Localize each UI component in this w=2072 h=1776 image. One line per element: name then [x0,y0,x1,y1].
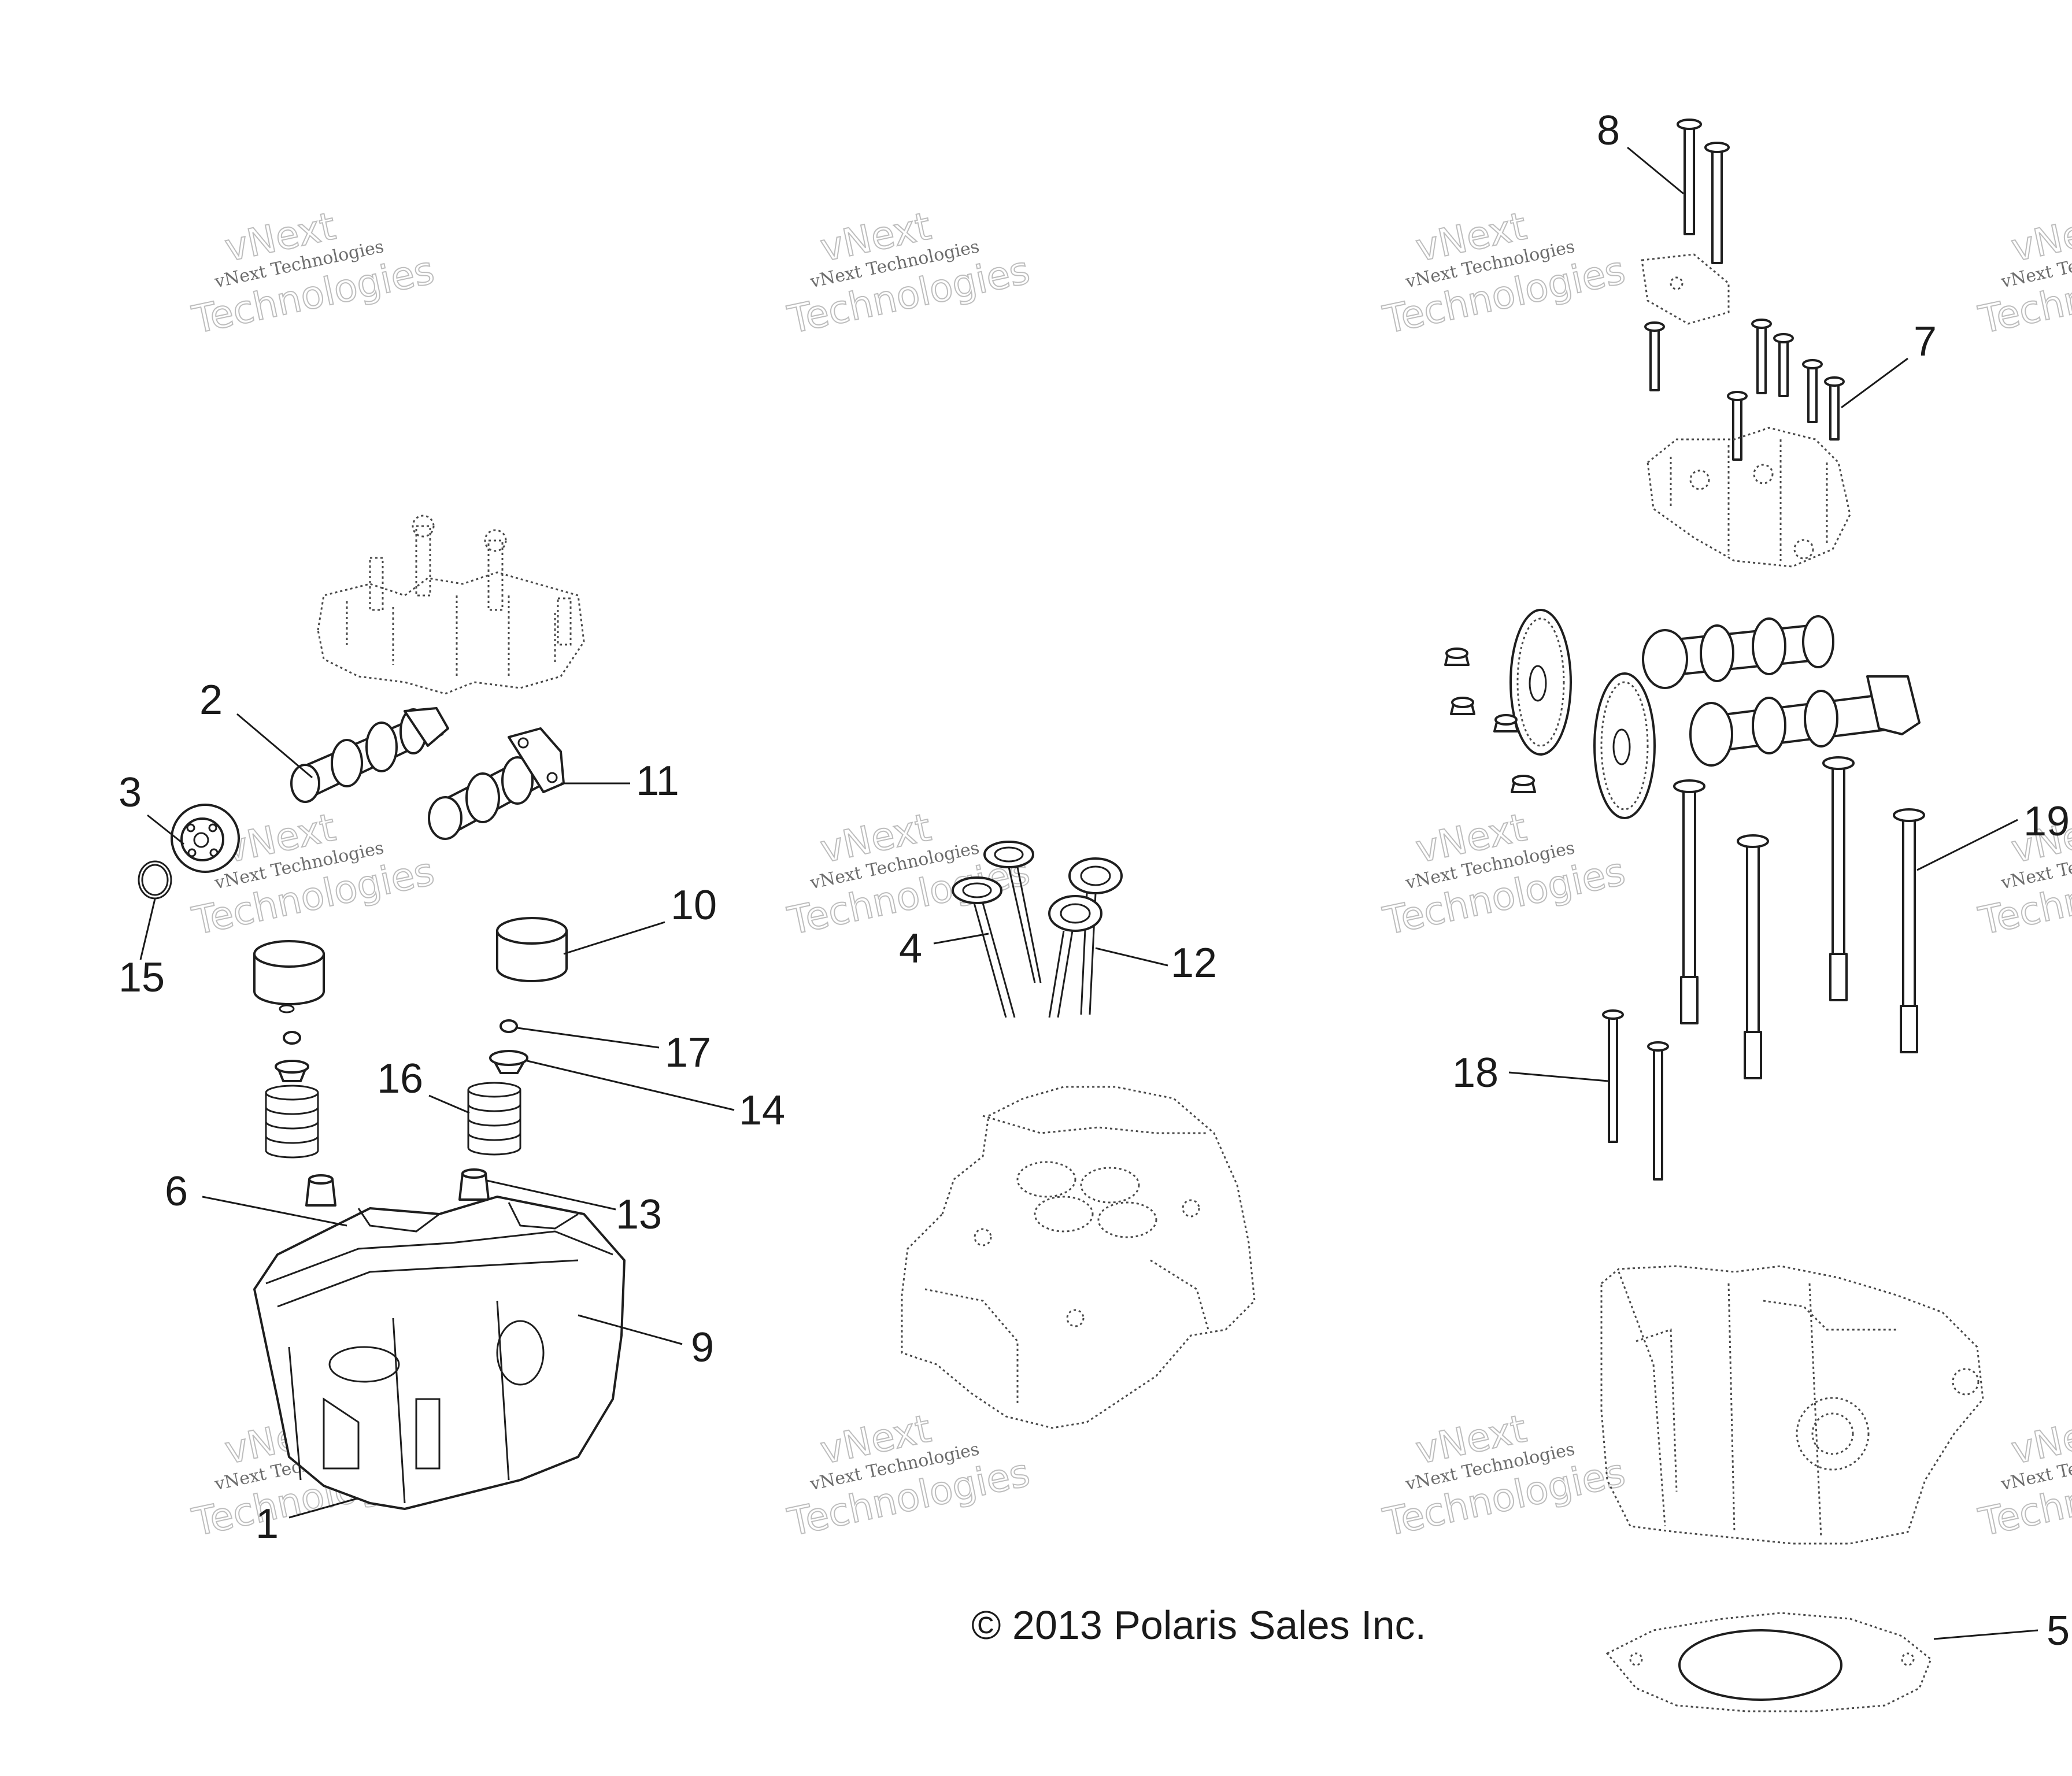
camshaft-intake [428,727,565,840]
watermark: vNext vNext Technologies Technologies [188,203,439,343]
callout-6: 6 [165,1168,188,1215]
valve-spring-left [265,1085,319,1159]
intake-valve-2 [952,876,1016,1018]
copyright-notice: © 2013 Polaris Sales Inc. [971,1603,1426,1648]
leader-lines [139,146,2038,1640]
bolt-7a [1644,321,1665,391]
callout-13: 13 [616,1192,662,1238]
callout-9: 9 [691,1324,714,1371]
tappet-right [496,917,568,982]
watermark: vNext vNext Technologies Technologies [1379,1405,1630,1545]
cam-carrier-right [1646,427,1851,568]
head-bolt-19b [1737,834,1769,1079]
watermark: vNext vNext Technologies Technologies [1379,804,1630,944]
head-bolt-19c [1822,756,1855,1001]
valve-stem-seal-left [305,1174,336,1207]
bolt-18b [1647,1041,1669,1181]
gear-bolt-2 [1450,697,1475,715]
callout-14: 14 [739,1087,785,1134]
callout-1: 1 [256,1501,279,1547]
tappet-left [253,940,325,1005]
bolt-7f [1727,391,1748,461]
callout-17: 17 [665,1030,711,1076]
bolt-7b [1751,319,1772,394]
callout-18: 18 [1452,1050,1498,1096]
cylinder-head-middle [901,1086,1256,1429]
callout-7: 7 [1914,319,1937,365]
valve-stem-seal-right [458,1168,490,1201]
watermark: vNext vNext Technologies Technologies [783,203,1034,343]
cylinder-head-right [1600,1265,1984,1545]
callout-10: 10 [671,882,717,928]
gear-bolt-1 [1444,648,1470,666]
camshaft-right-lower [1689,675,1921,767]
watermark: vNext vNext Technologies Technologies [1974,1405,2072,1545]
camshaft-exhaust [290,707,449,803]
bolt-8b [1704,142,1730,264]
callout-4: 4 [899,926,922,972]
callout-11: 11 [636,758,679,804]
bolt-7d [1802,359,1823,423]
valve-spring-right [467,1082,521,1156]
cylinder-head-left [253,1196,626,1510]
gear-bolt-3 [1493,714,1519,732]
valve-keepers-left [275,1004,309,1082]
intake-valve-1 [983,841,1042,983]
valve-keeper-right [500,1019,518,1033]
bolt-18a [1602,1009,1624,1143]
cam-gear-upper [1509,609,1572,756]
callout-16: 16 [377,1056,423,1102]
chain-guide-bracket [1641,253,1730,325]
callout-19: 19 [2023,798,2070,845]
cam-carrier-ghost [317,515,585,695]
exhaust-valve-2 [1048,895,1102,1018]
head-gasket [1605,1612,1932,1712]
bolt-8a [1677,119,1702,235]
watermark: vNext vNext Technologies Technologies [783,1405,1034,1545]
callout-8: 8 [1597,108,1620,154]
valve-retainer-right [489,1050,528,1074]
cam-gear-lower [1593,672,1656,819]
callout-12: 12 [1171,940,1217,986]
watermark: vNext vNext Technologies Technologies [1379,203,1630,343]
head-bolt-19d [1893,808,1925,1053]
cam-sprocket-left [171,804,240,873]
callout-15: 15 [119,954,165,1001]
snap-ring [138,860,172,900]
callout-2: 2 [199,677,223,723]
camshaft-right-upper [1642,615,1834,689]
gear-bolt-4 [1511,775,1536,793]
callout-3: 3 [119,769,142,816]
exhaust-valve-1 [1068,857,1123,1015]
bolt-7e [1824,376,1845,441]
watermark: vNext vNext Technologies Technologies [1974,203,2072,343]
head-bolt-19a [1673,779,1705,1024]
bolt-7c [1773,333,1794,397]
callout-5: 5 [2047,1608,2070,1654]
